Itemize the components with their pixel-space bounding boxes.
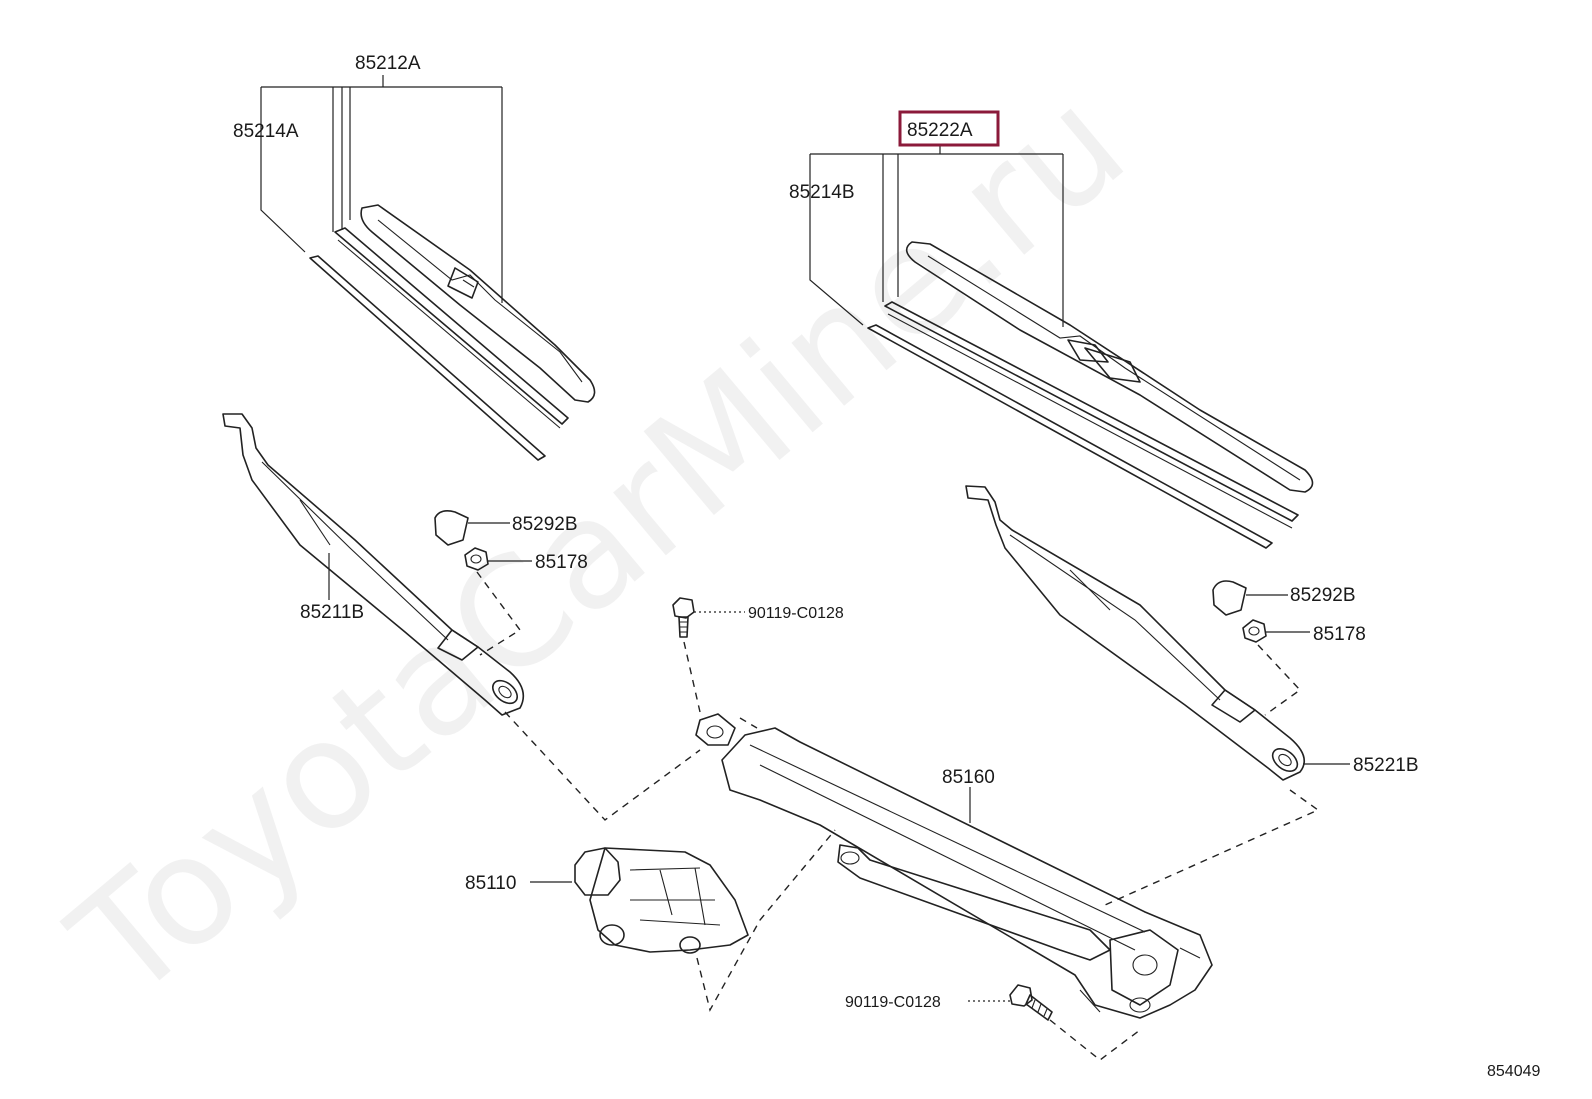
label-85214A[interactable]: 85214A (233, 121, 299, 142)
label-85292B-left[interactable]: 85292B (512, 514, 578, 535)
diagram-number: 854049 (1487, 1063, 1540, 1080)
label-85222A[interactable]: 85222A (907, 120, 973, 141)
label-85214B[interactable]: 85214B (789, 182, 855, 203)
wiper-arm-left[interactable] (222, 413, 525, 716)
wiper-blade-left[interactable] (309, 204, 596, 461)
label-85160[interactable]: 85160 (942, 767, 995, 788)
label-85221B[interactable]: 85221B (1353, 755, 1419, 776)
label-85292B-right[interactable]: 85292B (1290, 585, 1356, 606)
wiper-link-assy[interactable] (695, 713, 1213, 1019)
label-90119-C0128-lower[interactable]: 90119-C0128 (845, 994, 941, 1011)
highlight-box-85222A (898, 110, 1000, 147)
wiper-arm-right[interactable] (965, 485, 1306, 781)
wiper-motor[interactable] (574, 847, 749, 954)
label-85178-left[interactable]: 85178 (535, 552, 588, 573)
leader-85222A (809, 145, 1064, 327)
arm-nut-right[interactable] (1242, 619, 1267, 643)
label-90119-C0128-upper[interactable]: 90119-C0128 (748, 605, 844, 622)
label-85211B[interactable]: 85211B (300, 602, 364, 623)
label-85178-right[interactable]: 85178 (1313, 624, 1366, 645)
arm-cap-left[interactable] (434, 510, 469, 546)
bolt-lower[interactable] (1009, 984, 1053, 1021)
label-85110[interactable]: 85110 (465, 873, 516, 894)
arm-cap-right[interactable] (1212, 580, 1247, 616)
bolt-upper[interactable] (672, 597, 695, 638)
watermark-text: ToyotaCarMine.ru (41, 57, 1157, 1033)
wiper-blade-right[interactable] (867, 241, 1314, 549)
arm-nut-left[interactable] (464, 547, 489, 571)
leader-85212A (260, 75, 503, 303)
label-85212A[interactable]: 85212A (355, 53, 421, 74)
